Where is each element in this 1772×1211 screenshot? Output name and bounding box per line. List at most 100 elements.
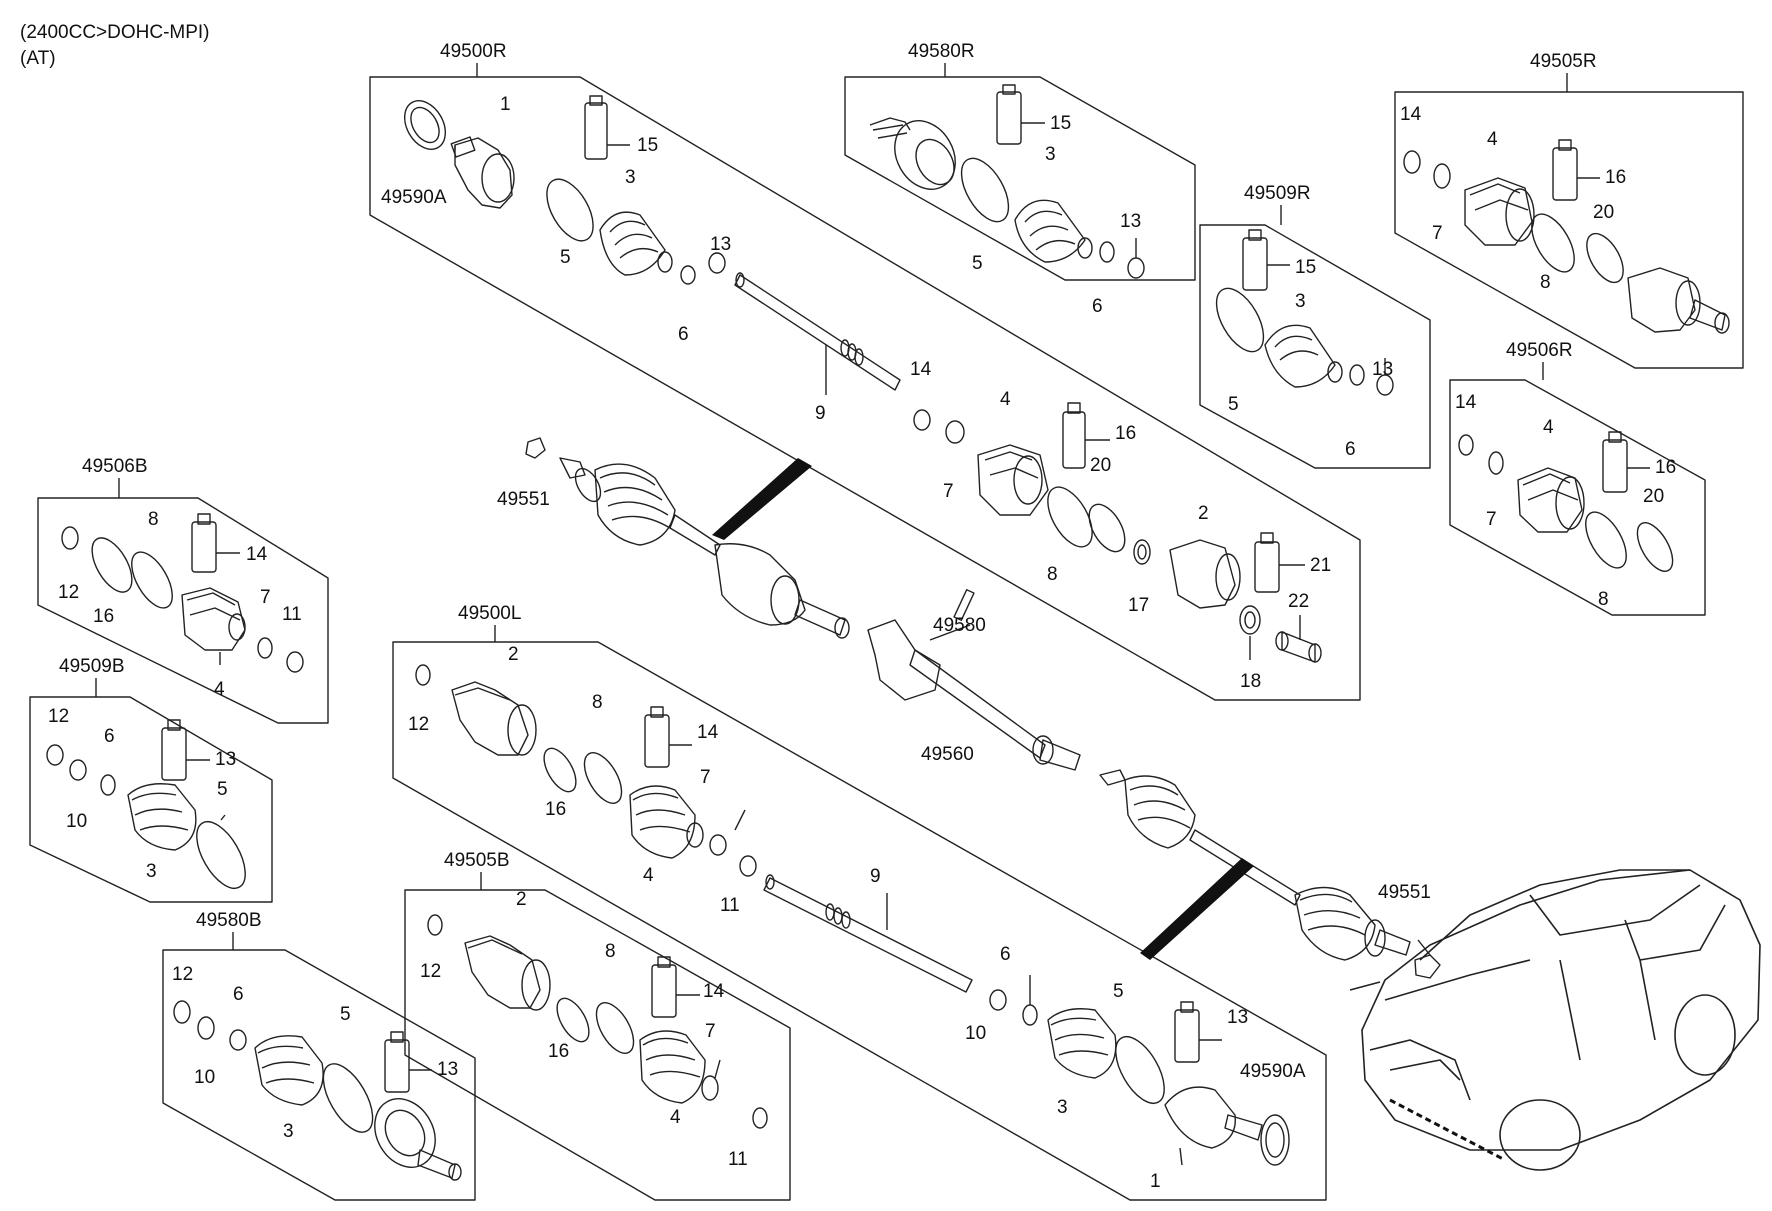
header-engine: (2400CC>DOHC-MPI) bbox=[20, 22, 210, 43]
panel-49509B bbox=[29, 696, 273, 903]
part-label-7: 7 bbox=[943, 481, 954, 502]
part-label-8: 8 bbox=[1540, 272, 1551, 293]
panel-49506B bbox=[37, 497, 329, 724]
group-label-49509R: 49509R bbox=[1244, 183, 1311, 204]
part-label-14: 14 bbox=[246, 544, 268, 565]
part-label-7: 7 bbox=[260, 587, 271, 608]
part-label-9: 9 bbox=[815, 403, 826, 424]
part-label-49580: 49580 bbox=[933, 615, 986, 636]
part-label-21: 21 bbox=[1310, 555, 1332, 576]
panel-49505B bbox=[404, 889, 791, 1201]
part-label-8: 8 bbox=[592, 692, 603, 713]
part-label-3: 3 bbox=[1295, 291, 1306, 312]
group-label-49580R: 49580R bbox=[908, 41, 975, 62]
part-label-16: 16 bbox=[548, 1041, 570, 1062]
header-transmission: (AT) bbox=[20, 48, 56, 69]
part-label-14: 14 bbox=[1455, 392, 1477, 413]
part-label-5: 5 bbox=[1113, 981, 1124, 1002]
part-label-18: 18 bbox=[1240, 671, 1262, 692]
part-label-13: 13 bbox=[710, 234, 732, 255]
group-label-49580B: 49580B bbox=[196, 910, 262, 931]
part-label-13: 13 bbox=[1372, 359, 1394, 380]
part-label-12: 12 bbox=[172, 964, 194, 985]
part-label-13: 13 bbox=[1227, 1007, 1249, 1028]
panel-49509R bbox=[1199, 224, 1431, 469]
part-label-2: 2 bbox=[1198, 503, 1209, 524]
group-label-49505B: 49505B bbox=[444, 850, 510, 871]
panel-49500L bbox=[392, 641, 1327, 1201]
part-label-6: 6 bbox=[1345, 439, 1356, 460]
part-label-14: 14 bbox=[1400, 104, 1422, 125]
panel-49506R bbox=[1449, 379, 1706, 616]
part-label-8: 8 bbox=[1598, 589, 1609, 610]
part-label-14: 14 bbox=[697, 722, 719, 743]
panel-49580R bbox=[844, 76, 1196, 281]
part-label-9: 9 bbox=[870, 866, 881, 887]
part-label-3: 3 bbox=[1045, 144, 1056, 165]
part-label-49551: 49551 bbox=[497, 489, 550, 510]
part-label-7: 7 bbox=[1486, 509, 1497, 530]
part-label-10: 10 bbox=[66, 811, 88, 832]
part-label-6: 6 bbox=[1000, 944, 1011, 965]
group-label-49500R: 49500R bbox=[440, 41, 507, 62]
part-label-20: 20 bbox=[1643, 486, 1665, 507]
part-label-6: 6 bbox=[104, 726, 115, 747]
part-label-5: 5 bbox=[1228, 394, 1239, 415]
part-label-5: 5 bbox=[340, 1004, 351, 1025]
part-label-14: 14 bbox=[703, 981, 725, 1002]
part-label-7: 7 bbox=[705, 1021, 716, 1042]
part-label-15: 15 bbox=[1295, 257, 1317, 278]
part-label-1: 1 bbox=[500, 94, 511, 115]
part-label-2: 2 bbox=[516, 889, 527, 910]
part-label-6: 6 bbox=[1092, 296, 1103, 317]
part-label-6: 6 bbox=[233, 984, 244, 1005]
part-label-10: 10 bbox=[965, 1023, 987, 1044]
part-label-3: 3 bbox=[1057, 1097, 1068, 1118]
part-label-20: 20 bbox=[1593, 202, 1615, 223]
part-label-3: 3 bbox=[283, 1121, 294, 1142]
panel-49505R bbox=[1394, 91, 1744, 369]
part-label-15: 15 bbox=[1050, 113, 1072, 134]
part-label-16: 16 bbox=[1605, 167, 1627, 188]
part-label-4: 4 bbox=[1487, 129, 1498, 150]
part-label-3: 3 bbox=[146, 861, 157, 882]
part-label-11: 11 bbox=[728, 1149, 748, 1170]
part-label-7: 7 bbox=[700, 767, 711, 788]
part-label-20: 20 bbox=[1090, 455, 1112, 476]
part-label-49551: 49551 bbox=[1378, 882, 1431, 903]
part-label-10: 10 bbox=[194, 1067, 216, 1088]
part-label-4: 4 bbox=[1543, 417, 1554, 438]
part-label-1: 1 bbox=[1150, 1171, 1161, 1192]
part-label-4: 4 bbox=[670, 1107, 681, 1128]
part-label-11: 11 bbox=[282, 604, 302, 625]
group-label-49505R: 49505R bbox=[1530, 51, 1597, 72]
group-label-49509B: 49509B bbox=[59, 656, 125, 677]
vehicle-outline bbox=[1349, 869, 1761, 1171]
part-label-5: 5 bbox=[560, 247, 571, 268]
part-label-5: 5 bbox=[972, 253, 983, 274]
part-label-17: 17 bbox=[1128, 595, 1150, 616]
part-label-15: 15 bbox=[637, 135, 659, 156]
part-label-22: 22 bbox=[1288, 591, 1310, 612]
part-label-2: 2 bbox=[508, 644, 519, 665]
part-label-12: 12 bbox=[420, 961, 442, 982]
part-label-3: 3 bbox=[625, 167, 636, 188]
part-label-7: 7 bbox=[1432, 223, 1443, 244]
part-label-16: 16 bbox=[1115, 423, 1137, 444]
part-label-16: 16 bbox=[1655, 457, 1677, 478]
part-label-4: 4 bbox=[643, 865, 654, 886]
part-label-6: 6 bbox=[678, 324, 689, 345]
part-label-49590A: 49590A bbox=[381, 187, 447, 208]
part-label-49560: 49560 bbox=[921, 744, 974, 765]
part-label-11: 11 bbox=[720, 895, 740, 916]
group-label-49506R: 49506R bbox=[1506, 340, 1573, 361]
group-label-49506B: 49506B bbox=[82, 456, 148, 477]
part-label-16: 16 bbox=[545, 799, 567, 820]
part-label-12: 12 bbox=[408, 714, 430, 735]
part-label-14: 14 bbox=[910, 359, 932, 380]
part-label-13: 13 bbox=[215, 749, 237, 770]
part-label-5: 5 bbox=[217, 779, 228, 800]
part-label-12: 12 bbox=[58, 582, 80, 603]
panel-49580B bbox=[162, 949, 476, 1201]
